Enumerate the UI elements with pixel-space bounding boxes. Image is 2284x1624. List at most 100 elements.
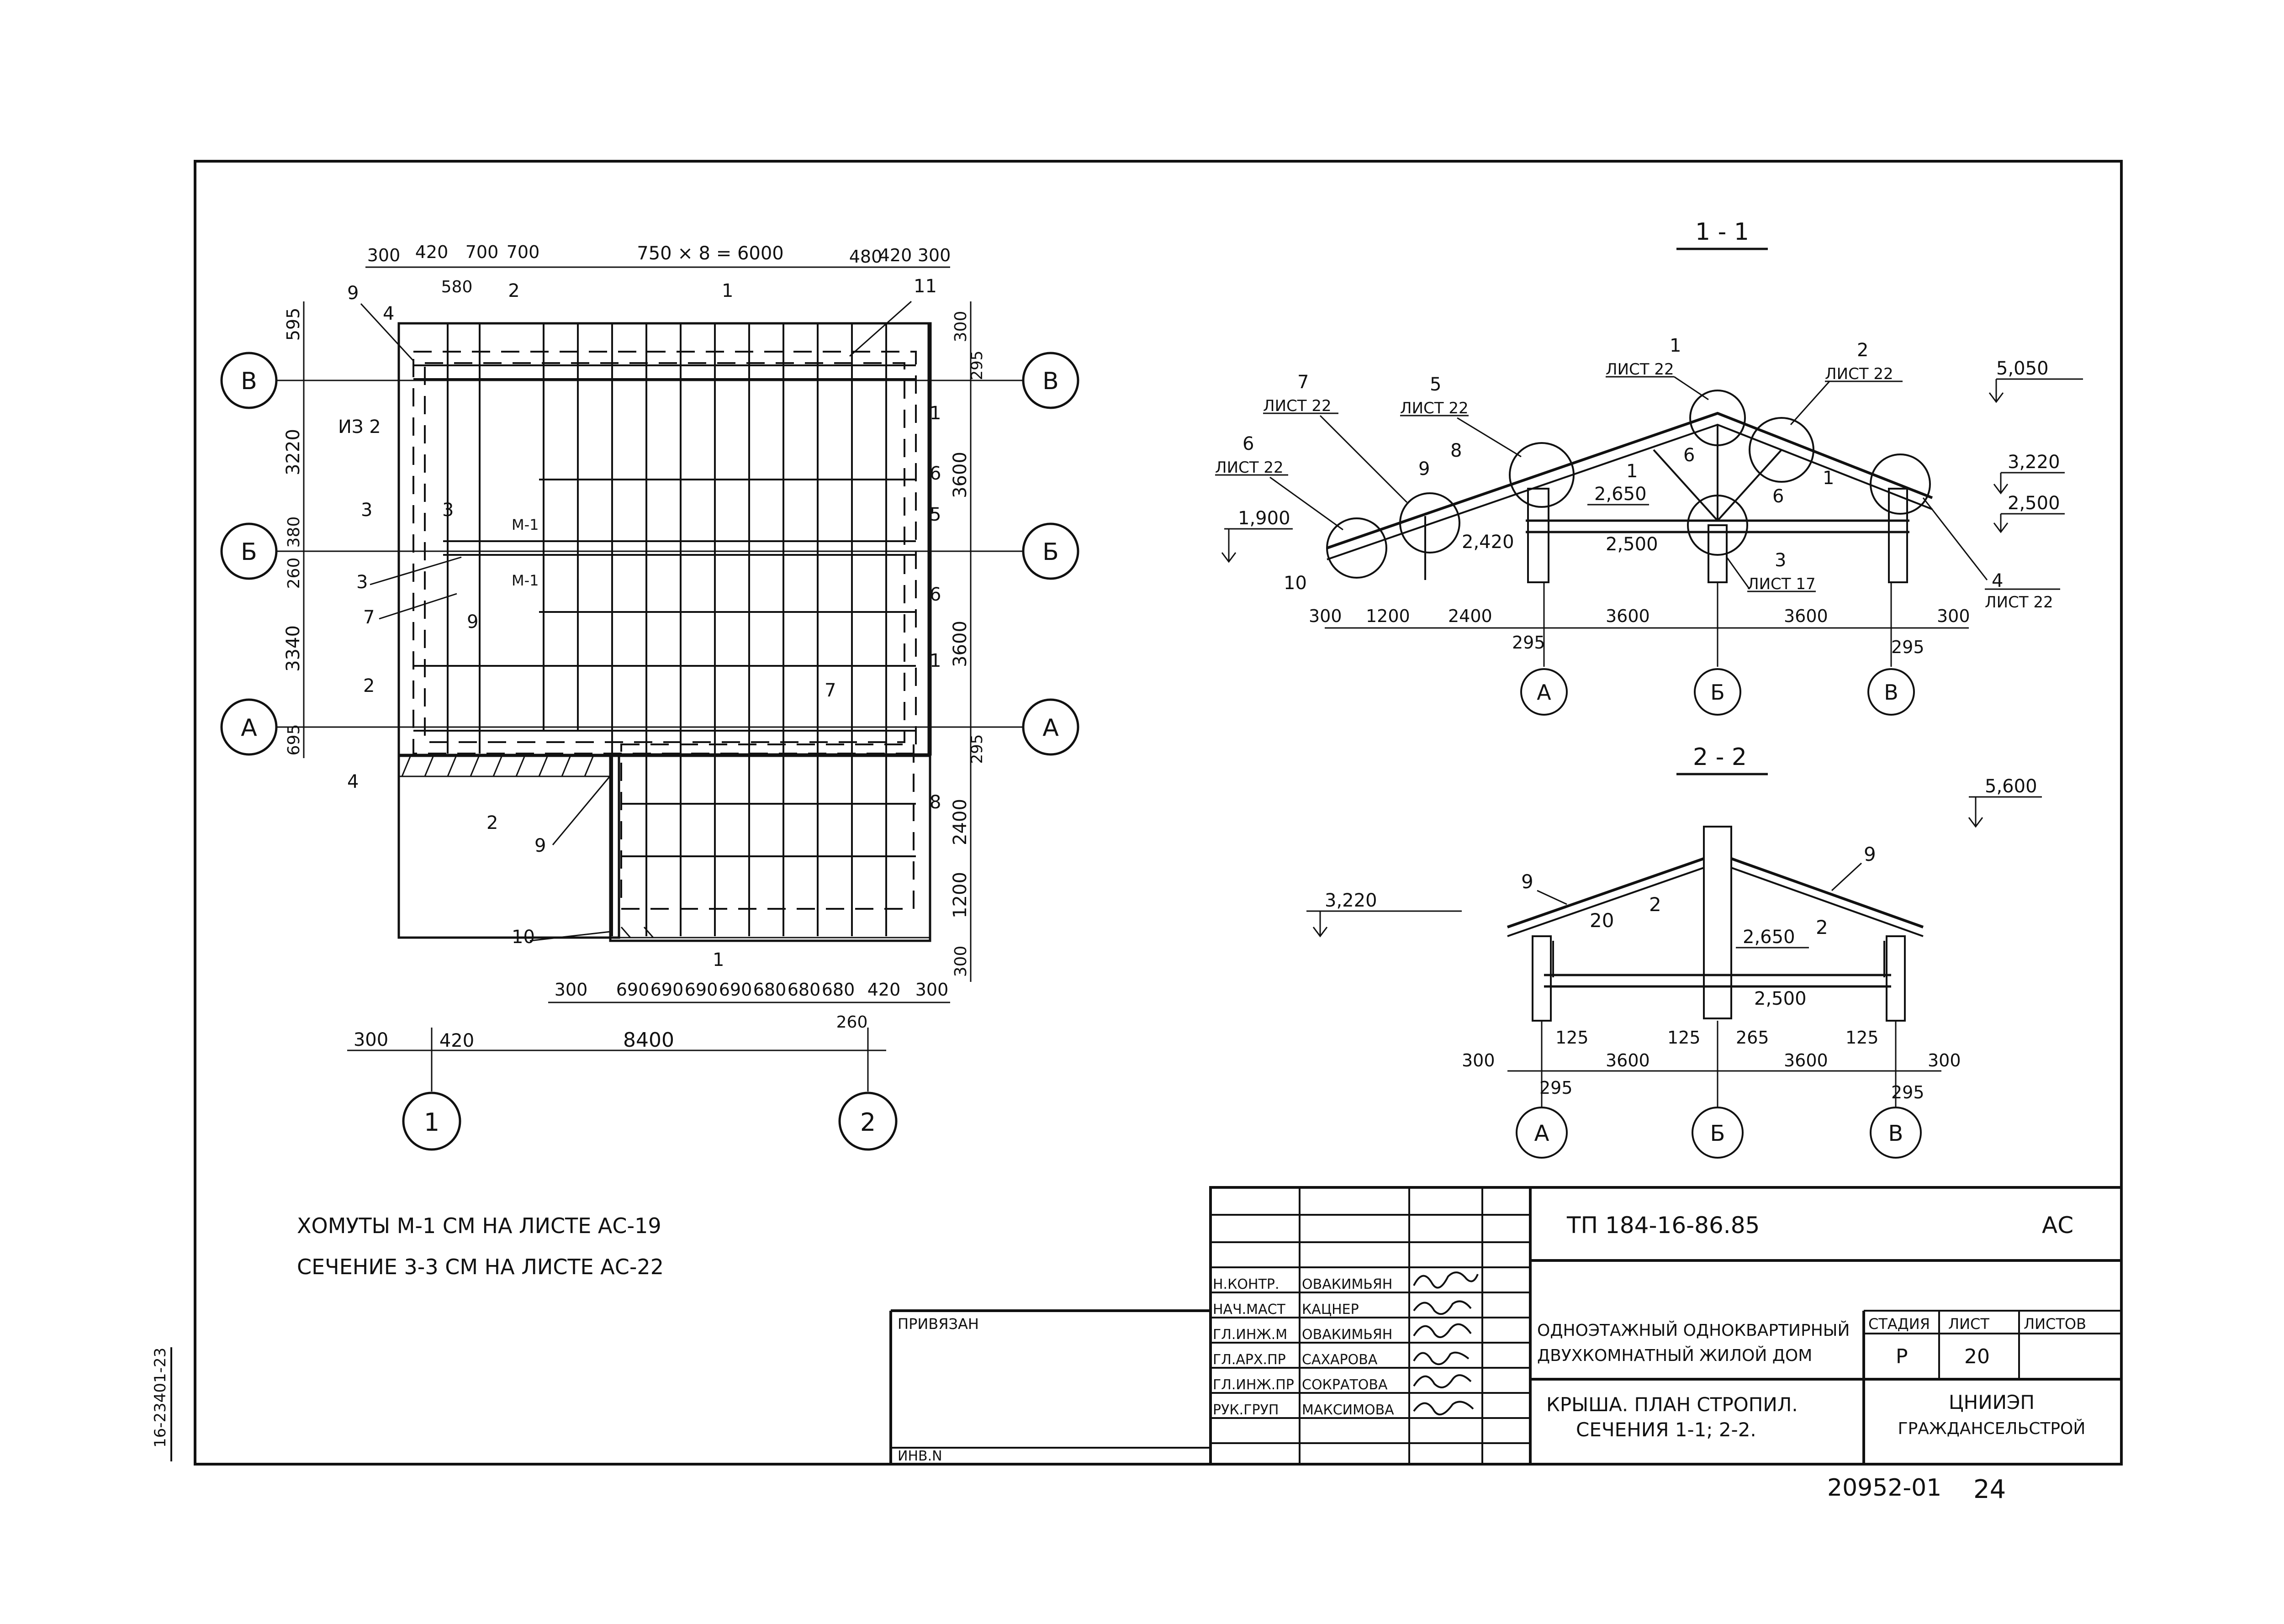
project-title-1: ОДНОЭТАЖНЫЙ ОДНОКВАРТИРНЫЙ: [1537, 1321, 1850, 1340]
section-1-1: 1 - 1 7 ЛИСТ 22: [1215, 218, 2083, 716]
svg-text:2: 2: [486, 812, 498, 833]
svg-text:295: 295: [1539, 1078, 1573, 1098]
svg-text:6: 6: [1772, 486, 1784, 507]
project-title-2: ДВУХКОМНАТНЫЙ ЖИЛОЙ ДОМ: [1537, 1346, 1812, 1365]
section-2-2: 2 - 2 9 20 2 9 2 5,600 3,220: [1306, 743, 2042, 1159]
svg-text:595: 595: [283, 308, 303, 341]
svg-text:260: 260: [285, 558, 303, 589]
svg-text:300: 300: [952, 311, 970, 343]
plan-axis-bubbles: В В Б Б А А 1 2: [220, 352, 1079, 1151]
svg-text:7: 7: [363, 607, 375, 628]
svg-text:МАКСИМОВА: МАКСИМОВА: [1302, 1402, 1394, 1418]
archive-number: 20952-01: [1827, 1474, 1941, 1502]
svg-text:3,220: 3,220: [1325, 890, 1377, 911]
svg-text:6: 6: [1683, 445, 1695, 466]
svg-text:3: 3: [1775, 550, 1786, 571]
section-2-2-title: 2 - 2: [1693, 743, 1747, 771]
axis-label: В: [1042, 368, 1059, 395]
svg-text:4: 4: [1992, 570, 2003, 591]
svg-text:2,500: 2,500: [1606, 534, 1658, 555]
svg-text:300: 300: [915, 980, 949, 1000]
org-2: ГРАЖДАНСЕЛЬСТРОЙ: [1898, 1419, 2086, 1438]
svg-text:420: 420: [439, 1030, 474, 1051]
svg-text:690: 690: [650, 980, 684, 1000]
svg-text:НАЧ.МАСТ: НАЧ.МАСТ: [1213, 1302, 1286, 1318]
svg-text:Б: Б: [1710, 1121, 1725, 1146]
svg-text:300: 300: [1928, 1050, 1961, 1070]
svg-text:М-1: М-1: [512, 516, 539, 533]
svg-text:В: В: [1888, 1121, 1903, 1146]
rafter-plan: В В Б Б А А 1 2 300 420 700 700 750 × 8 …: [220, 242, 1079, 1279]
svg-text:3: 3: [442, 500, 454, 521]
svg-text:1: 1: [1626, 461, 1638, 482]
svg-text:750 × 8 = 6000: 750 × 8 = 6000: [637, 243, 783, 264]
svg-text:2: 2: [363, 675, 375, 696]
svg-text:8: 8: [1450, 440, 1462, 461]
svg-text:ОВАКИМЬЯН: ОВАКИМЬЯН: [1302, 1327, 1392, 1343]
svg-text:9: 9: [1418, 459, 1430, 480]
svg-text:295: 295: [1891, 1082, 1924, 1102]
svg-text:300: 300: [1937, 606, 1970, 626]
axis-label: Б: [1042, 538, 1059, 566]
sheet-title-1: КРЫША. ПЛАН СТРОПИЛ.: [1546, 1393, 1798, 1416]
svg-text:КАЦНЕР: КАЦНЕР: [1302, 1302, 1359, 1318]
svg-text:295: 295: [1891, 637, 1924, 657]
svg-text:1,900: 1,900: [1238, 508, 1290, 529]
svg-text:420: 420: [867, 980, 901, 1000]
svg-text:700: 700: [507, 242, 540, 262]
svg-text:9: 9: [534, 835, 546, 856]
svg-text:480: 480: [849, 247, 883, 267]
stamp-inv: ИНВ.N: [898, 1448, 942, 1464]
svg-text:695: 695: [285, 724, 303, 756]
svg-text:6: 6: [1242, 433, 1254, 454]
svg-text:3600: 3600: [1606, 606, 1650, 626]
plan-right-callouts: 11 1 6 5 6 1 7 8: [825, 276, 941, 813]
svg-text:5,050: 5,050: [1996, 358, 2049, 379]
svg-text:300: 300: [1462, 1050, 1495, 1070]
svg-text:М-1: М-1: [512, 572, 539, 589]
svg-text:5: 5: [1430, 374, 1441, 395]
svg-text:6: 6: [930, 584, 941, 605]
svg-text:690: 690: [685, 980, 718, 1000]
svg-text:2: 2: [1649, 893, 1661, 916]
svg-text:380: 380: [285, 517, 303, 548]
svg-text:ИЗ 2: ИЗ 2: [338, 417, 381, 438]
plan-left-callouts: 9 4 ИЗ 2 3 7 2 4 9 10 9: [338, 283, 611, 948]
svg-text:1: 1: [1823, 468, 1834, 489]
svg-text:7: 7: [825, 680, 836, 701]
svg-text:3220: 3220: [283, 429, 304, 475]
svg-text:ГЛ.ИНЖ.М: ГЛ.ИНЖ.М: [1213, 1327, 1287, 1343]
axis-label: 1: [424, 1108, 439, 1137]
axis-label: В: [241, 368, 257, 395]
svg-text:10: 10: [1284, 573, 1307, 594]
svg-text:СОКРАТОВА: СОКРАТОВА: [1302, 1377, 1388, 1393]
svg-text:2,420: 2,420: [1462, 532, 1514, 553]
svg-text:9: 9: [1521, 870, 1533, 893]
svg-text:ГЛ.ИНЖ.ПР: ГЛ.ИНЖ.ПР: [1213, 1377, 1294, 1393]
sheet-frame: [194, 160, 2123, 1466]
svg-text:690: 690: [719, 980, 752, 1000]
project-code: ТП 184-16-86.85: [1566, 1212, 1760, 1239]
svg-text:2400: 2400: [950, 799, 971, 845]
rafter-lines: [447, 323, 887, 936]
svg-text:ОВАКИМЬЯН: ОВАКИМЬЯН: [1302, 1276, 1392, 1292]
plan-cut-marks: 1 1 2 3 3 М-1 М-1: [361, 280, 733, 970]
svg-text:3600: 3600: [950, 621, 971, 667]
svg-text:4: 4: [347, 771, 359, 792]
svg-text:420: 420: [879, 245, 912, 265]
svg-text:2: 2: [1816, 916, 1828, 939]
svg-text:2: 2: [508, 280, 519, 301]
axis-label: А: [241, 714, 257, 742]
svg-text:ЛИСТ 22: ЛИСТ 22: [1215, 459, 1284, 477]
svg-text:7: 7: [1297, 372, 1309, 393]
svg-text:4: 4: [383, 303, 394, 324]
svg-text:3600: 3600: [1606, 1050, 1650, 1070]
svg-text:3340: 3340: [283, 625, 304, 672]
org-1: ЦНИИЭП: [1949, 1391, 2035, 1413]
svg-text:690: 690: [616, 980, 650, 1000]
svg-text:ГЛ.АРХ.ПР: ГЛ.АРХ.ПР: [1213, 1352, 1286, 1368]
svg-text:260: 260: [836, 1013, 868, 1032]
title-block: ПРИВЯЗАН ИНВ.N Н.КОНТР. ОВАКИМЬЯН НАЧ.МА…: [889, 1186, 2123, 1504]
svg-text:1200: 1200: [1366, 606, 1410, 626]
svg-text:ЛИСТ 22: ЛИСТ 22: [1606, 360, 1674, 379]
